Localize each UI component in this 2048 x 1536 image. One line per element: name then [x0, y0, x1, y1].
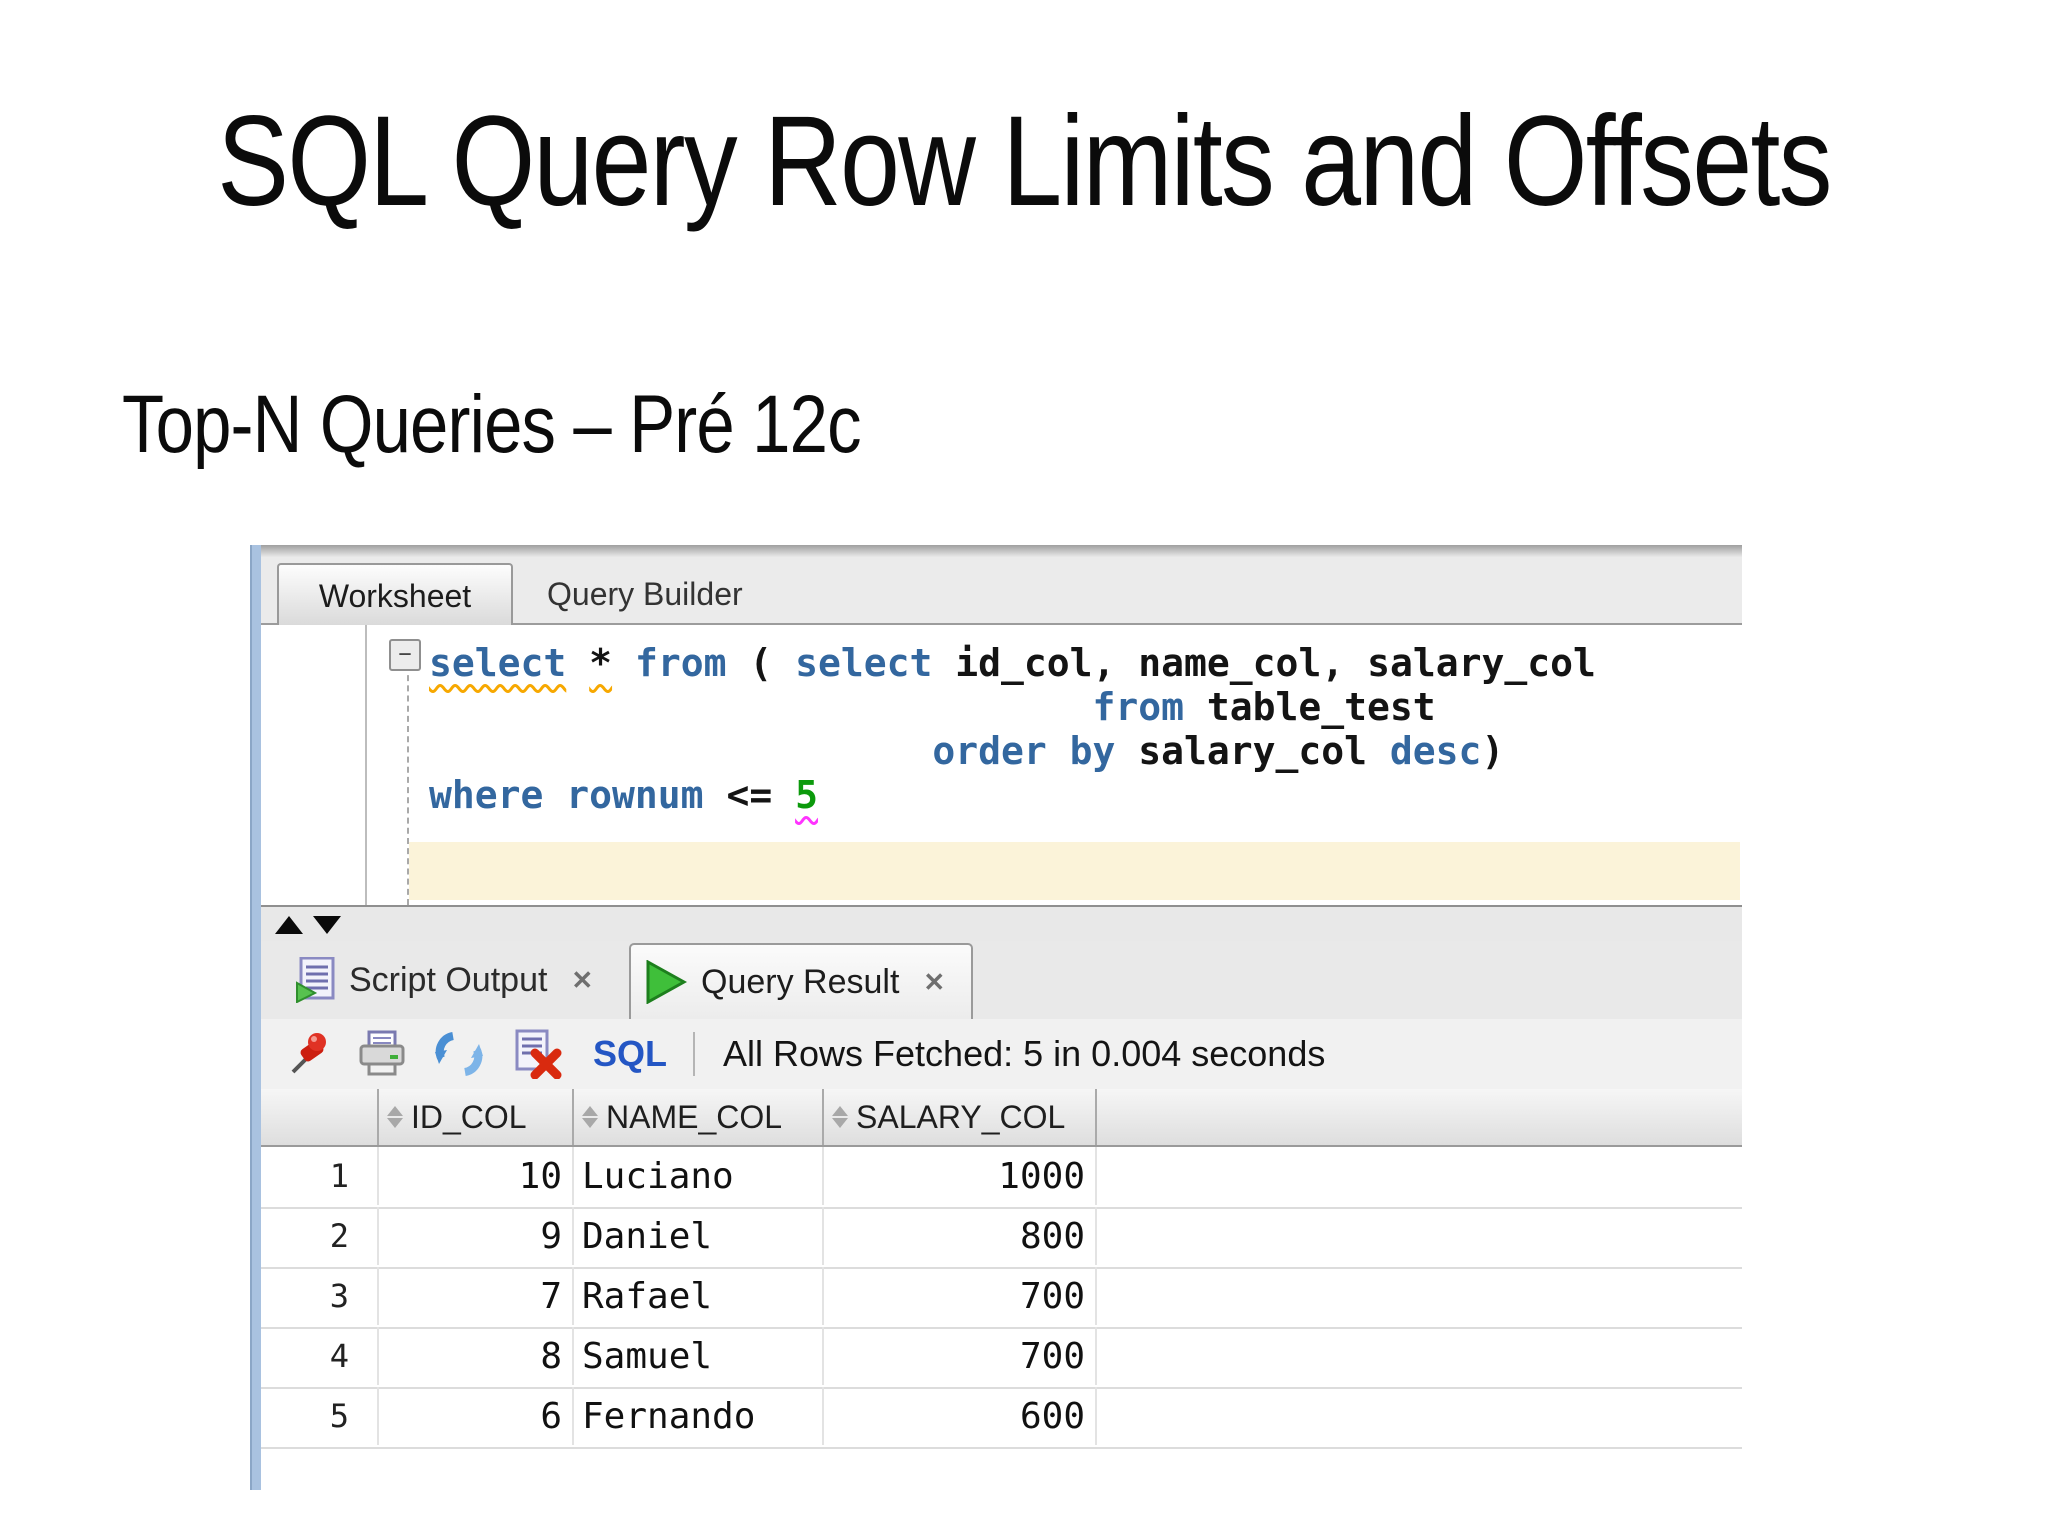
rownum-cell[interactable]: 2: [261, 1207, 379, 1265]
query-result-icon: [645, 960, 687, 1004]
code-token: from: [1092, 685, 1184, 729]
grid-header-rownum: [261, 1089, 379, 1145]
code-line[interactable]: from table_test: [429, 685, 1738, 729]
code-token: desc: [1389, 729, 1482, 773]
salary-cell[interactable]: 600: [824, 1387, 1097, 1445]
print-icon[interactable]: [357, 1030, 407, 1078]
code-token: by: [1069, 729, 1116, 773]
script-output-icon: [295, 957, 335, 1003]
id-cell[interactable]: 9: [379, 1207, 574, 1265]
code-token: from: [634, 641, 727, 685]
id-cell[interactable]: 8: [379, 1327, 574, 1385]
results-toolbar: SQL All Rows Fetched: 5 in 0.004 seconds: [261, 1019, 1742, 1091]
code-token: id_col, name_col, salary_col: [932, 641, 1596, 685]
grid-header-label: ID_COL: [411, 1098, 527, 1135]
refresh-icon[interactable]: [433, 1030, 485, 1078]
code-token: order: [932, 729, 1047, 773]
sort-icon: [582, 1106, 598, 1128]
tab-query-builder-label: Query Builder: [547, 575, 743, 612]
grid-header-salary-col[interactable]: SALARY_COL: [824, 1089, 1097, 1145]
splitter-collapse-down-icon[interactable]: [313, 916, 341, 934]
code-token: where: [429, 773, 544, 817]
code-line[interactable]: select * from ( select id_col, name_col,…: [429, 641, 1738, 685]
sort-icon: [387, 1106, 403, 1128]
name-cell[interactable]: Samuel: [574, 1327, 824, 1385]
sql-developer-screenshot: Worksheet Query Builder − select * from …: [250, 545, 1742, 1490]
id-cell[interactable]: 10: [379, 1147, 574, 1205]
salary-cell[interactable]: 700: [824, 1327, 1097, 1385]
name-cell[interactable]: Fernando: [574, 1387, 824, 1445]
code-token: table_test: [1183, 685, 1436, 729]
code-token: [1047, 729, 1070, 773]
name-cell[interactable]: Luciano: [574, 1147, 824, 1205]
tab-query-builder[interactable]: Query Builder: [547, 563, 743, 625]
splitter-collapse-up-icon[interactable]: [275, 916, 303, 934]
code-token: [543, 773, 566, 817]
window-top-edge: [261, 545, 1742, 557]
close-icon[interactable]: ✕: [923, 966, 946, 997]
rownum-cell[interactable]: 1: [261, 1147, 379, 1205]
close-icon[interactable]: ✕: [571, 964, 594, 995]
code-line[interactable]: order by salary_col desc): [429, 729, 1738, 773]
fold-guide-line: [407, 665, 409, 905]
salary-cell[interactable]: 1000: [824, 1147, 1097, 1205]
tab-query-result[interactable]: Query Result ✕: [629, 943, 973, 1019]
tab-worksheet[interactable]: Worksheet: [277, 563, 513, 627]
tab-script-output-label: Script Output: [349, 960, 548, 999]
name-cell[interactable]: Daniel: [574, 1207, 824, 1265]
code-token: select: [795, 641, 933, 685]
grid-header-name-col[interactable]: NAME_COL: [574, 1089, 824, 1145]
rows-fetched-status: All Rows Fetched: 5 in 0.004 seconds: [723, 1033, 1326, 1074]
code-lines[interactable]: select * from ( select id_col, name_col,…: [429, 641, 1738, 817]
code-token: rownum: [566, 773, 704, 817]
rownum-cell[interactable]: 5: [261, 1387, 379, 1445]
grid-header-filler: [1097, 1089, 1742, 1145]
grid-header-id-col[interactable]: ID_COL: [379, 1089, 574, 1145]
grid-header-label: SALARY_COL: [856, 1098, 1066, 1135]
code-token: 5: [795, 773, 818, 817]
code-token: *: [589, 641, 613, 685]
results-tab-bar: Script Output ✕ Query Result ✕: [261, 941, 1742, 1021]
code-token: ): [1481, 729, 1505, 773]
sql-editor[interactable]: − select * from ( select id_col, name_co…: [261, 625, 1742, 905]
worksheet-tab-bar: Worksheet Query Builder: [261, 557, 1742, 627]
rownum-cell[interactable]: 4: [261, 1327, 379, 1385]
page-title: SQL Query Row Limits and Offsets: [217, 90, 1832, 233]
grid-header-row: ID_COL NAME_COL SALARY_COL: [261, 1089, 1742, 1147]
code-token: select: [429, 641, 567, 685]
pane-splitter[interactable]: [261, 905, 1742, 943]
tab-script-output[interactable]: Script Output ✕: [295, 941, 593, 1019]
code-token: [566, 641, 589, 685]
salary-cell[interactable]: 800: [824, 1207, 1097, 1265]
grid-header-label: NAME_COL: [606, 1098, 783, 1135]
toolbar-separator: [693, 1032, 696, 1076]
code-line[interactable]: where rownum <= 5: [429, 773, 1738, 817]
code-token: <=: [703, 773, 796, 817]
code-token: salary_col: [1115, 729, 1390, 773]
salary-cell[interactable]: 700: [824, 1267, 1097, 1325]
current-line-highlight: [409, 842, 1740, 900]
section-subtitle: Top-N Queries – Pré 12c: [122, 379, 862, 470]
tab-worksheet-label: Worksheet: [318, 577, 472, 614]
tab-query-result-label: Query Result: [701, 962, 900, 1001]
code-token: (: [726, 641, 796, 685]
sql-toggle-button[interactable]: SQL: [593, 1033, 668, 1074]
id-cell[interactable]: 7: [379, 1267, 574, 1325]
id-cell[interactable]: 6: [379, 1387, 574, 1445]
rownum-cell[interactable]: 3: [261, 1267, 379, 1325]
name-cell[interactable]: Rafael: [574, 1267, 824, 1325]
editor-gutter: [261, 625, 367, 905]
pin-icon[interactable]: [287, 1030, 331, 1078]
code-fold-icon[interactable]: −: [389, 639, 421, 671]
delete-result-icon[interactable]: [511, 1029, 563, 1079]
sort-icon: [832, 1106, 848, 1128]
code-token: [612, 641, 635, 685]
